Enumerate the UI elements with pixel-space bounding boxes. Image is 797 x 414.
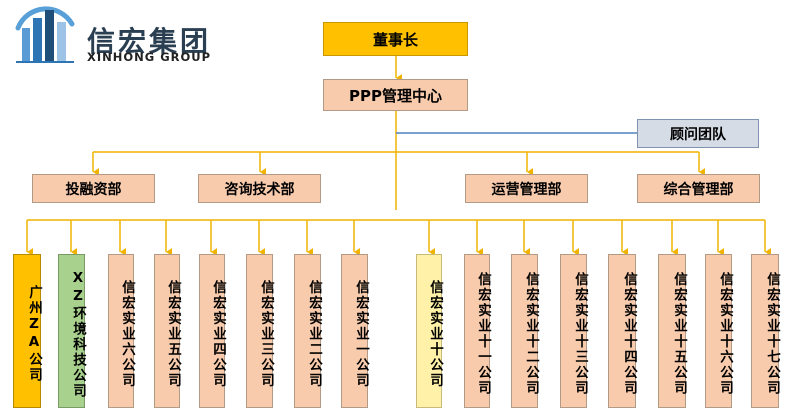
logo-name-en: XINHONG GROUP (87, 50, 212, 64)
company-xinhong-11: 信宏实业十一公司 (464, 254, 491, 408)
dept-consulting-technology: 咨询技术部 (198, 174, 321, 203)
company-xinhong-4: 信宏实业四公司 (199, 254, 226, 408)
dept-general-management: 综合管理部 (637, 174, 760, 203)
logo-building-icon (15, 6, 75, 63)
company-xinhong-6: 信宏实业六公司 (108, 254, 135, 408)
ppp-center-box: PPP管理中心 (323, 79, 468, 111)
company-guangzhou-za: 广州ZA公司 (13, 254, 42, 408)
logo: 信宏集团 XINHONG GROUP (12, 6, 222, 68)
company-xinhong-10: 信宏实业十公司 (416, 254, 443, 408)
company-xinhong-3: 信宏实业三公司 (246, 254, 274, 408)
company-xinhong-2: 信宏实业二公司 (294, 254, 322, 408)
company-xz-environmental-tech: XZ环境科技公司 (58, 254, 86, 408)
company-xinhong-16: 信宏实业十六公司 (705, 254, 733, 408)
company-xinhong-13: 信宏实业十三公司 (560, 254, 588, 408)
company-xinhong-17: 信宏实业十七公司 (751, 254, 780, 408)
advisory-team-box: 顾问团队 (637, 119, 759, 148)
company-xinhong-1: 信宏实业一公司 (341, 254, 369, 408)
chairman-box: 董事长 (323, 22, 468, 56)
company-xinhong-12: 信宏实业十二公司 (511, 254, 539, 408)
company-xinhong-15: 信宏实业十五公司 (658, 254, 687, 408)
dept-operations-management: 运营管理部 (465, 174, 588, 203)
dept-investment-financing: 投融资部 (32, 174, 155, 203)
logo-name-cn: 信宏集团 (87, 25, 212, 58)
company-xinhong-5: 信宏实业五公司 (154, 254, 181, 408)
company-xinhong-14: 信宏实业十四公司 (608, 254, 637, 408)
